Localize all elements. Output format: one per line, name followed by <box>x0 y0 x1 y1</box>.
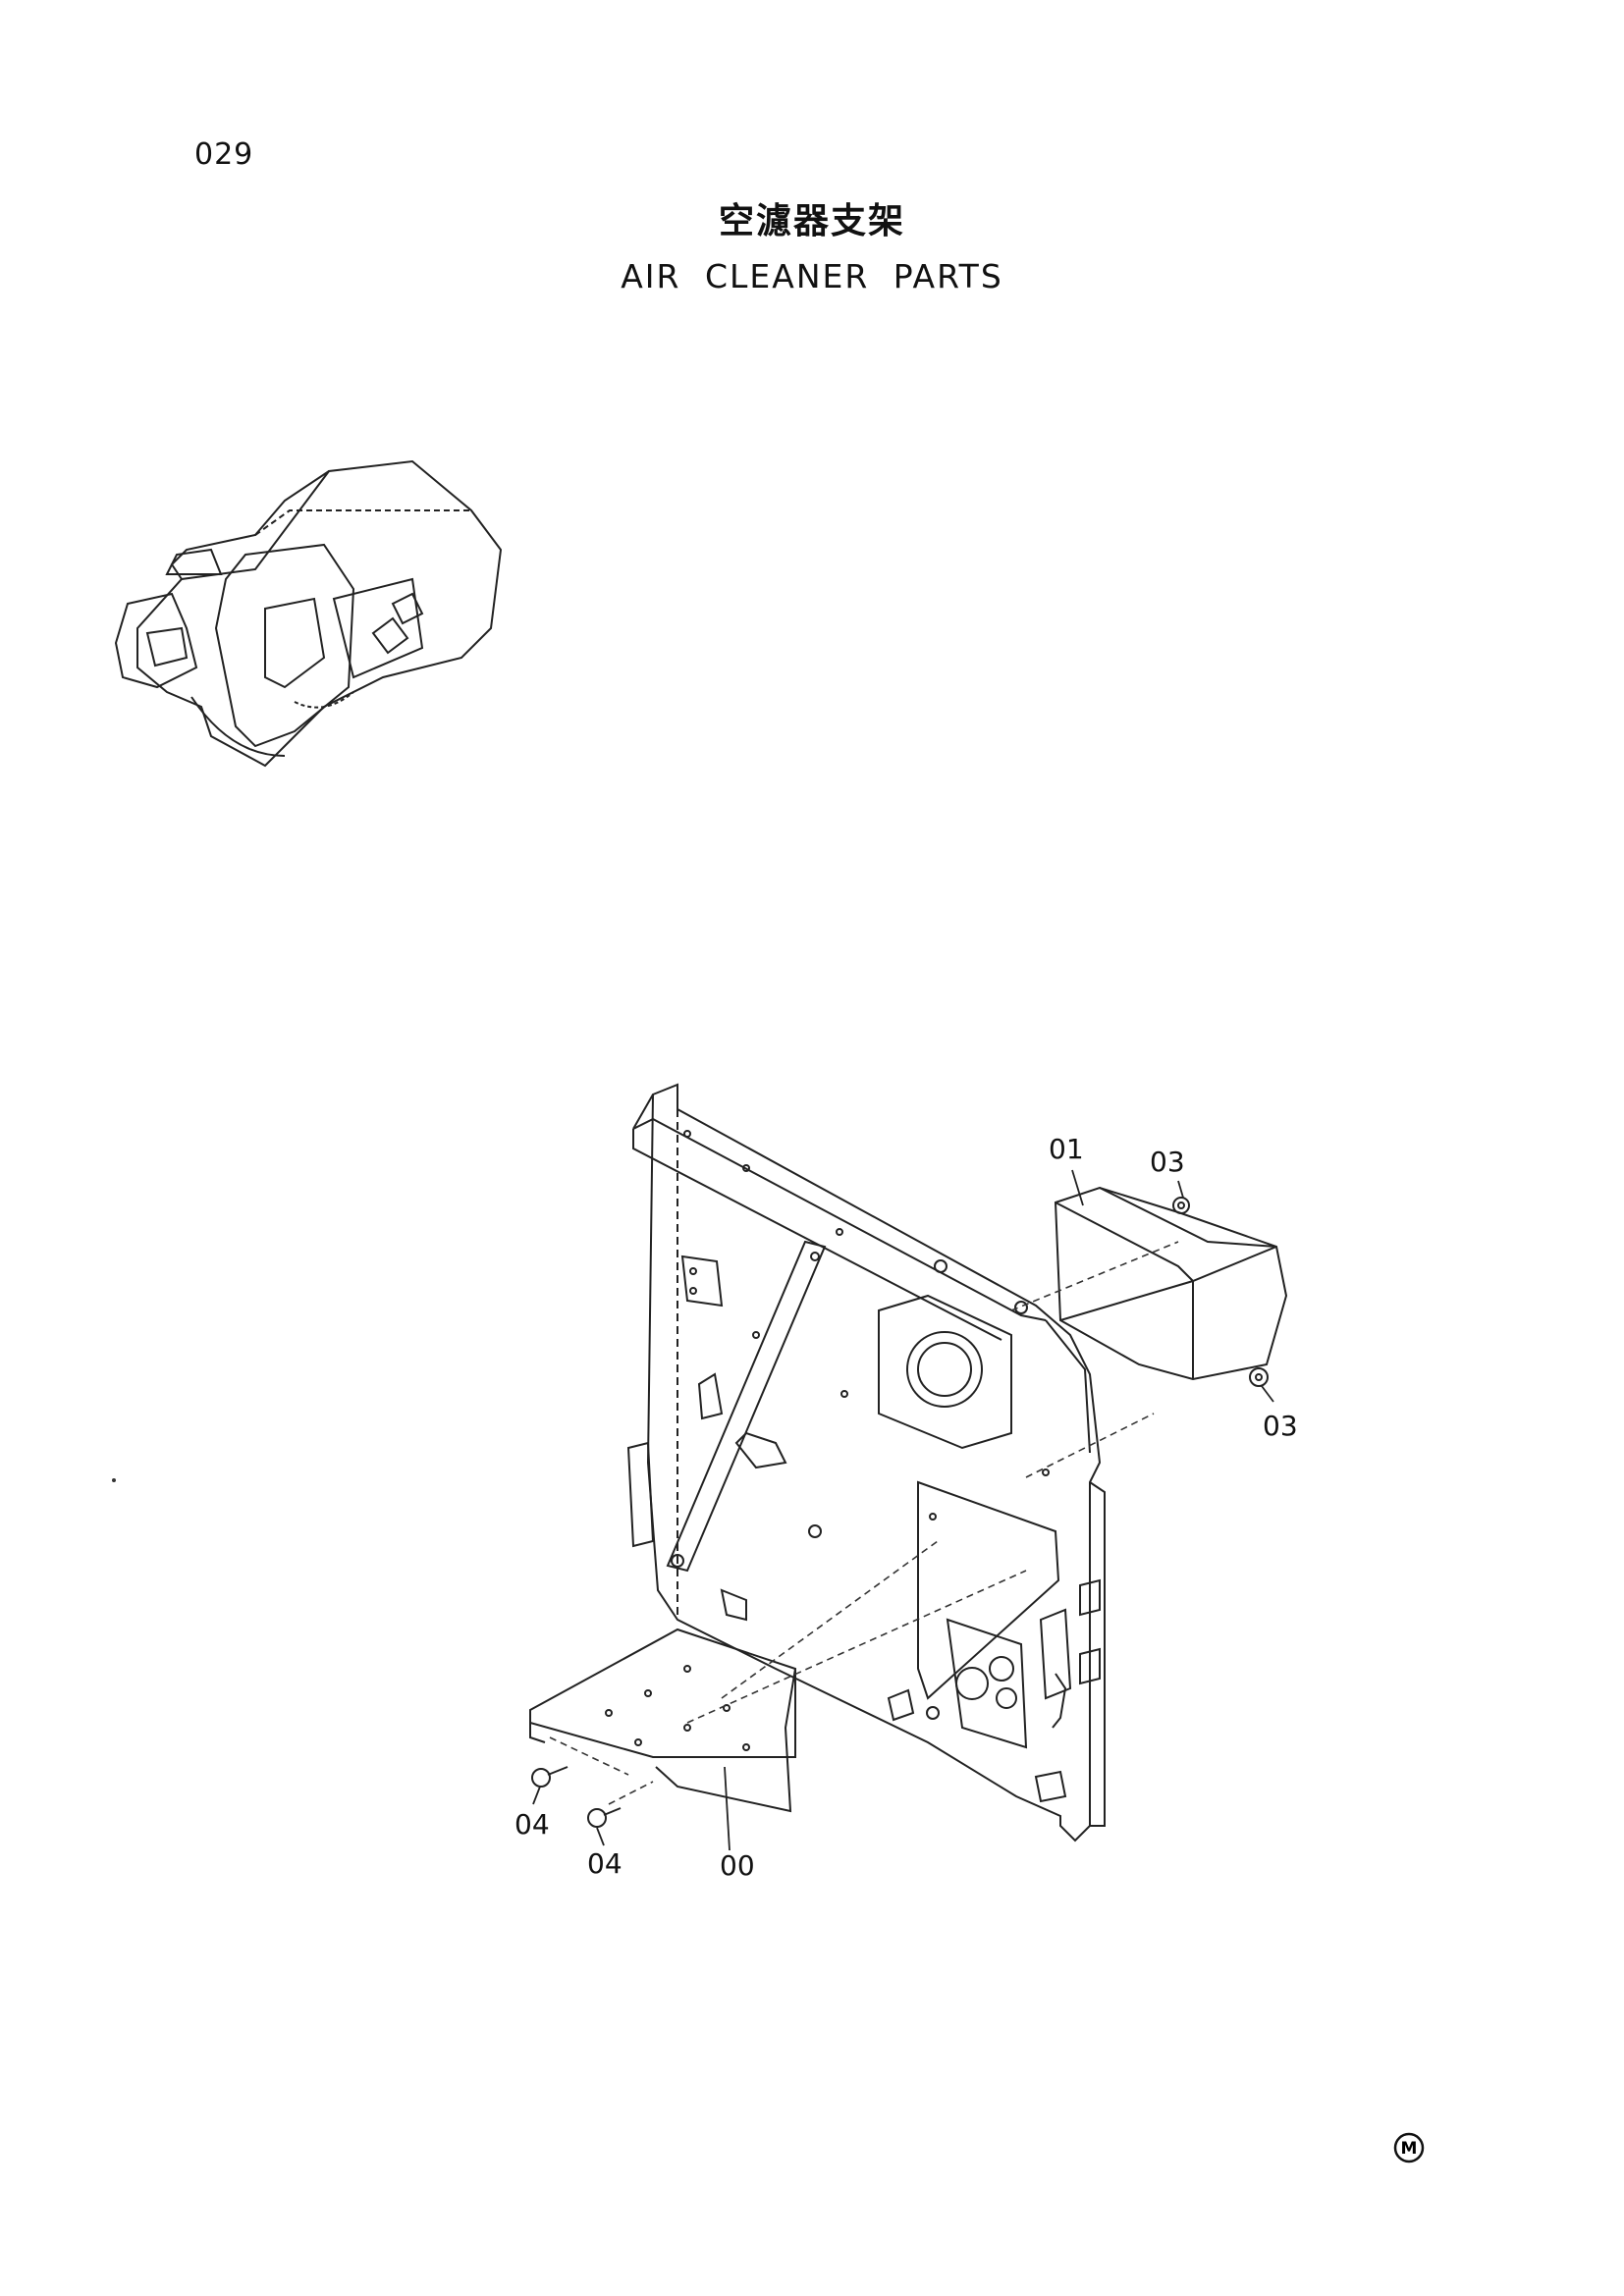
page-number: 029 <box>194 137 254 172</box>
title-chinese: 空濾器支架 <box>718 201 905 241</box>
air-duct-hood <box>1054 1186 1288 1381</box>
assembly-lines <box>549 1241 1179 1805</box>
title-english: AIR CLEANER PARTS <box>621 257 1003 295</box>
callout-04-left: 04 <box>514 1808 550 1841</box>
stray-dot <box>112 1478 116 1482</box>
bolt-04-left <box>531 1766 568 1788</box>
callout-01: 01 <box>1049 1133 1084 1165</box>
callout-04-right: 04 <box>587 1847 623 1880</box>
support-frame <box>626 1083 1106 1842</box>
lower-bracket <box>529 1628 796 1813</box>
callout-03-lower: 03 <box>1263 1410 1298 1442</box>
callout-00: 00 <box>720 1849 755 1882</box>
title-block: 空濾器支架 AIR CLEANER PARTS <box>0 192 1624 295</box>
bolt-03-upper <box>1172 1197 1190 1214</box>
leader-lines <box>532 1169 1274 1851</box>
machine-locator-thumbnail <box>114 459 503 768</box>
mark-letter: M <box>1401 2139 1418 2159</box>
callout-03-upper: 03 <box>1150 1146 1185 1178</box>
bolt-04-right <box>587 1807 622 1828</box>
circled-m-mark: M <box>1393 2132 1425 2163</box>
bolt-03-lower <box>1249 1367 1269 1387</box>
